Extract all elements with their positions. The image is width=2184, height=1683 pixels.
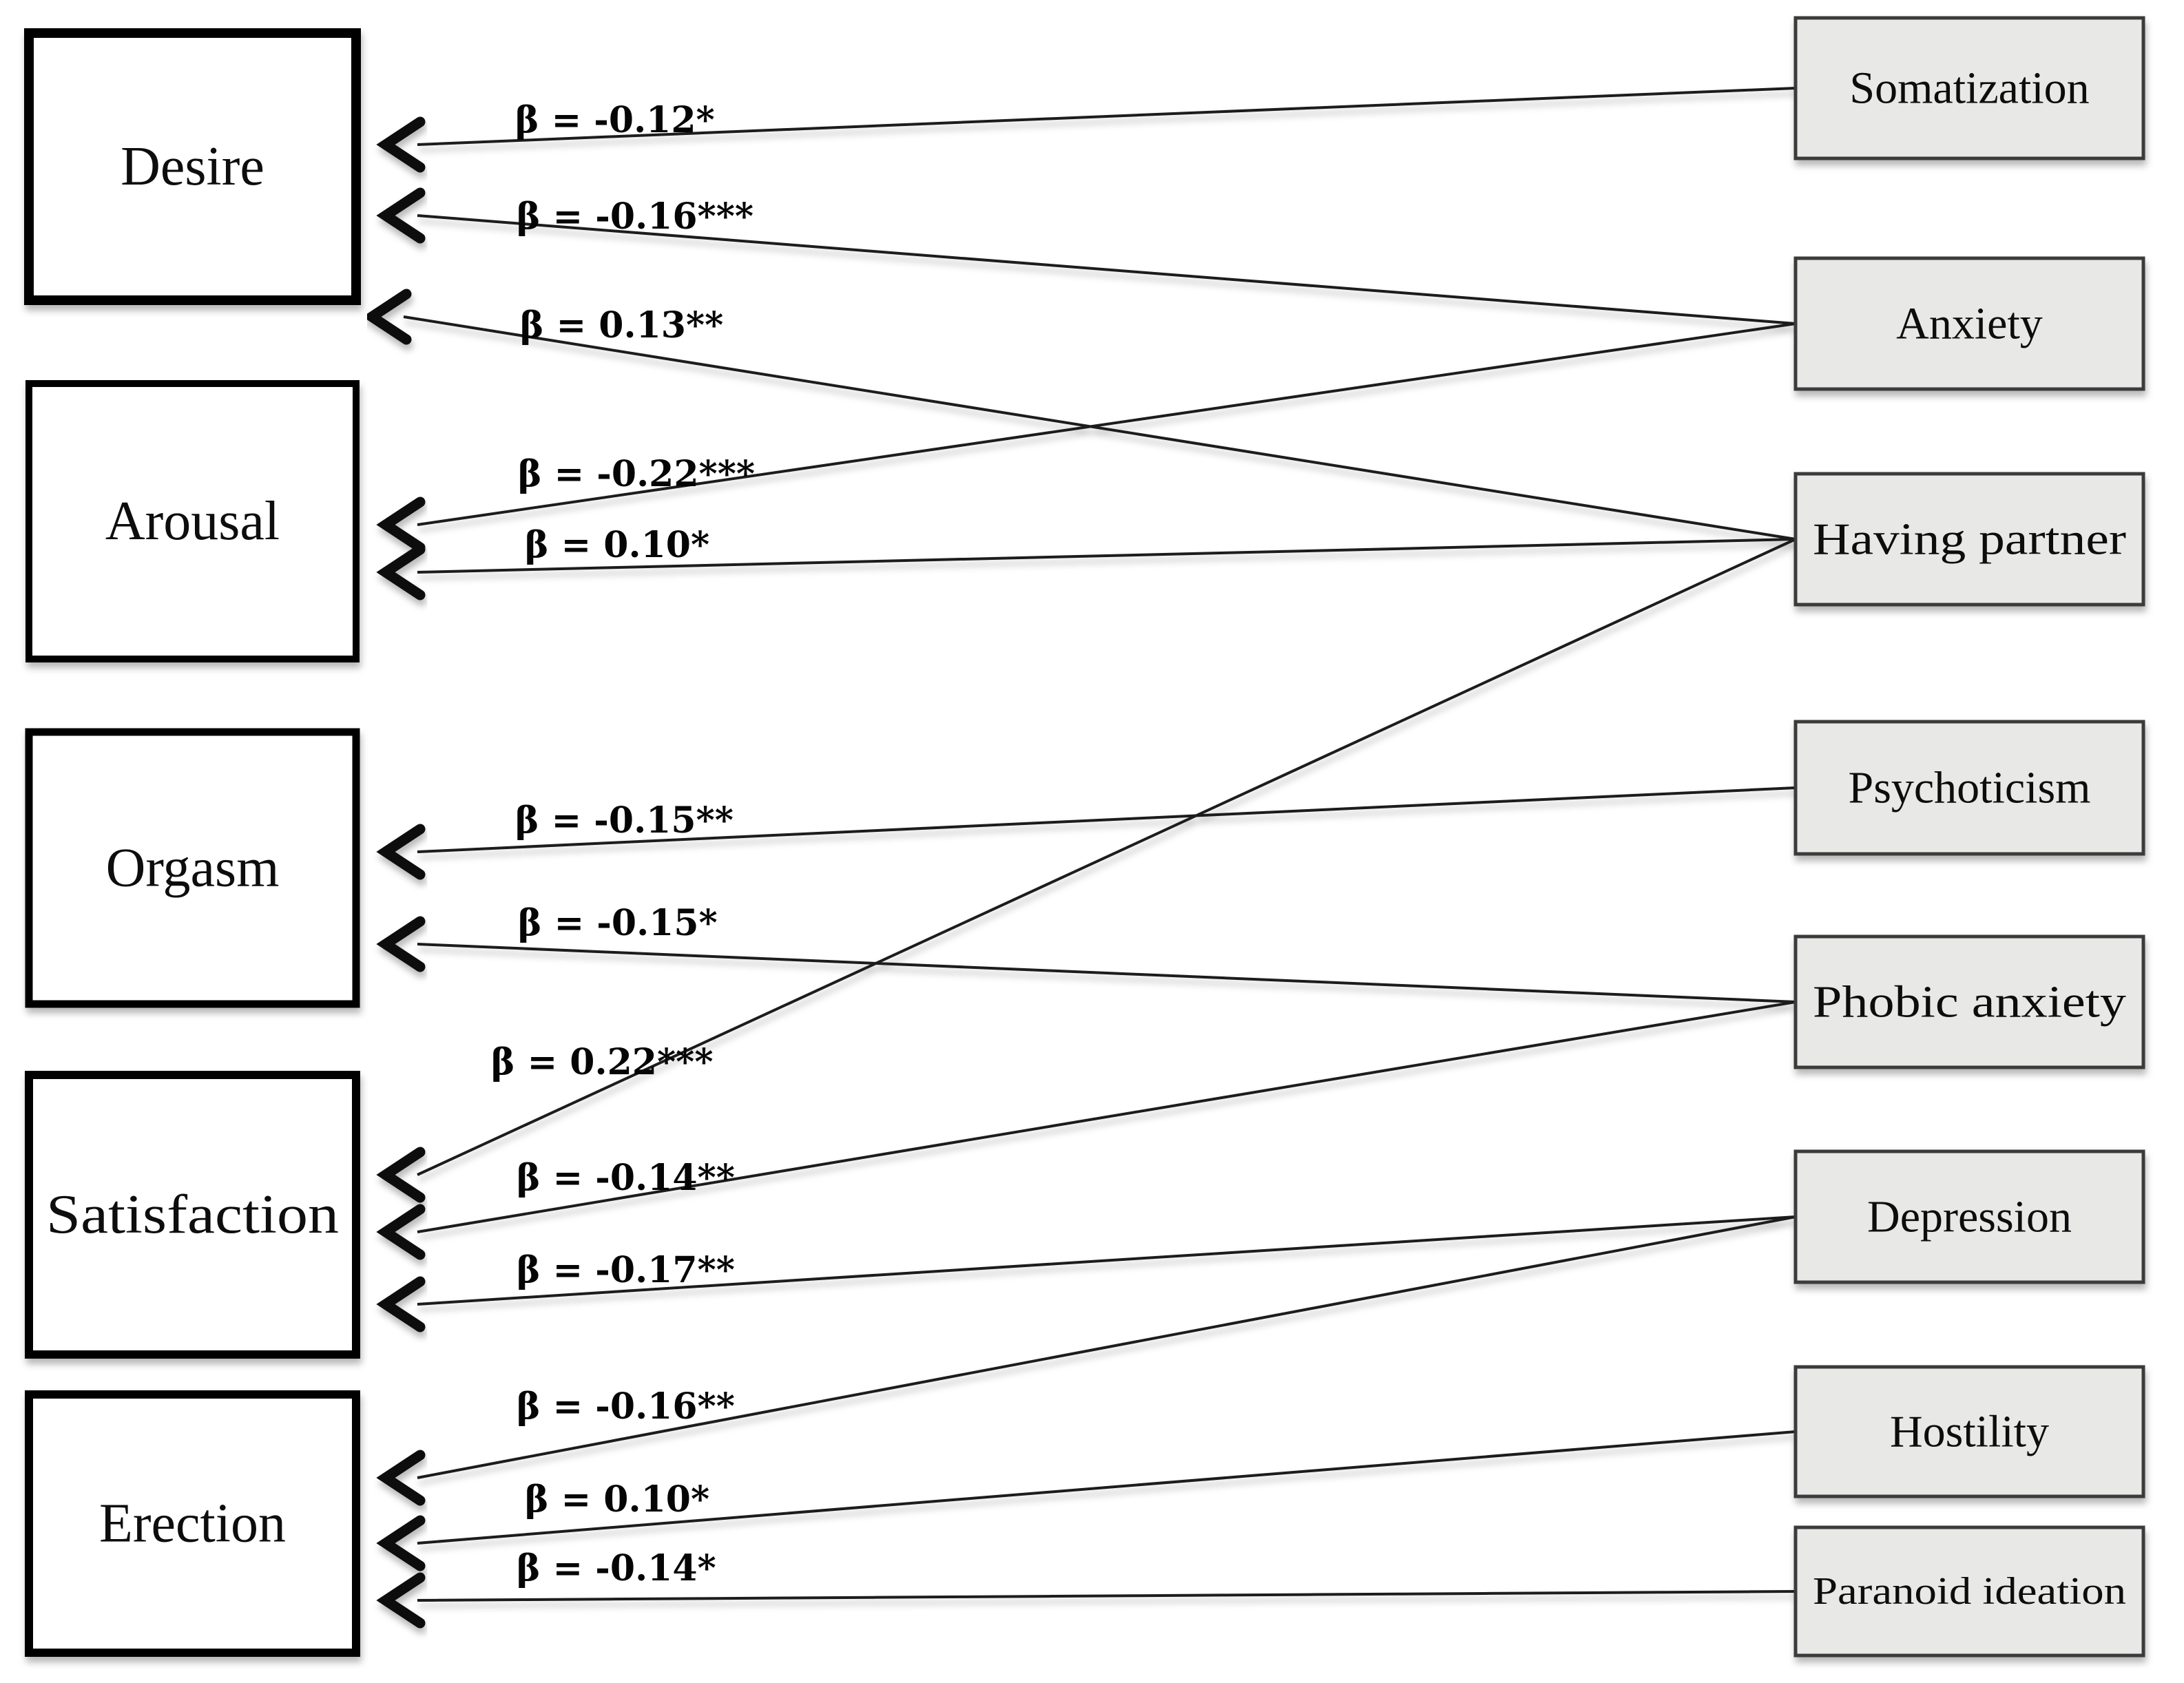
arrowhead-icon bbox=[376, 1572, 426, 1629]
left-box-desire: Desire bbox=[24, 28, 361, 305]
right-box-hostility: Hostility bbox=[1793, 1365, 2145, 1498]
arrowhead-icon bbox=[376, 1515, 426, 1571]
arrowhead-icon bbox=[376, 1204, 426, 1260]
left-box-erection: Erection bbox=[25, 1390, 360, 1657]
arrowhead-icon bbox=[376, 496, 426, 553]
arrowhead-icon bbox=[362, 289, 412, 345]
beta-label-hostility-to-erection: β = 0.10* bbox=[525, 1478, 709, 1520]
beta-label-anxiety-to-arousal: β = -0.22*** bbox=[518, 453, 755, 495]
beta-label-depression-to-erection: β = -0.16** bbox=[517, 1386, 735, 1428]
right-box-phobic-anxiety: Phobic anxiety bbox=[1793, 934, 2145, 1069]
right-box-label-depression: Depression bbox=[1867, 1192, 2072, 1242]
left-box-label-satisfaction: Satisfaction bbox=[46, 1184, 339, 1245]
right-box-label-having-partner: Having partner bbox=[1813, 514, 2126, 565]
left-box-label-arousal: Arousal bbox=[105, 491, 280, 552]
beta-label-having-partner-to-desire: β = 0.13** bbox=[520, 304, 723, 346]
right-box-label-somatization: Somatization bbox=[1849, 63, 2089, 114]
beta-label-paranoid-ideation-to-erection: β = -0.14* bbox=[517, 1547, 716, 1589]
right-box-label-psychoticism: Psychoticism bbox=[1848, 763, 2090, 813]
right-box-somatization: Somatization bbox=[1793, 16, 2145, 160]
path-having-partner-to-desire bbox=[403, 315, 1796, 541]
path-depression-to-satisfaction bbox=[417, 1215, 1796, 1306]
right-box-anxiety: Anxiety bbox=[1793, 256, 2145, 391]
beta-label-psychoticism-to-orgasm: β = -0.15** bbox=[515, 799, 734, 842]
left-box-label-desire: Desire bbox=[121, 136, 264, 197]
beta-label-depression-to-satisfaction: β = -0.17** bbox=[517, 1249, 735, 1291]
path-paranoid-ideation-to-erection bbox=[417, 1590, 1796, 1602]
arrowhead-icon bbox=[376, 1450, 426, 1506]
beta-label-phobic-anxiety-to-orgasm: β = -0.15* bbox=[518, 902, 718, 944]
left-box-arousal: Arousal bbox=[25, 380, 360, 662]
beta-label-having-partner-to-arousal: β = 0.10* bbox=[525, 524, 709, 566]
right-box-label-paranoid-ideation: Paranoid ideation bbox=[1813, 1570, 2126, 1613]
path-hostility-to-erection bbox=[417, 1430, 1796, 1545]
beta-label-anxiety-to-desire: β = -0.16*** bbox=[517, 196, 753, 238]
arrowhead-icon bbox=[376, 1276, 426, 1332]
right-box-paranoid-ideation: Paranoid ideation bbox=[1793, 1525, 2145, 1658]
right-box-depression: Depression bbox=[1793, 1149, 2145, 1284]
beta-label-having-partner-to-satisfaction: β = 0.22*** bbox=[491, 1041, 714, 1083]
path-lines-layer bbox=[403, 87, 1796, 1602]
path-somatization-to-desire bbox=[417, 87, 1796, 146]
arrowhead-icon bbox=[376, 187, 426, 244]
left-box-satisfaction: Satisfaction bbox=[25, 1071, 360, 1359]
right-box-psychoticism: Psychoticism bbox=[1793, 720, 2145, 856]
right-box-label-phobic-anxiety: Phobic anxiety bbox=[1813, 977, 2126, 1027]
arrowhead-icon bbox=[376, 824, 426, 880]
path-having-partner-to-arousal bbox=[417, 538, 1796, 574]
beta-label-somatization-to-desire: β = -0.12* bbox=[515, 99, 715, 141]
right-box-having-partner: Having partner bbox=[1793, 472, 2145, 607]
left-box-label-orgasm: Orgasm bbox=[106, 838, 280, 899]
path-having-partner-to-satisfaction bbox=[417, 538, 1796, 1176]
path-phobic-anxiety-to-orgasm bbox=[417, 943, 1796, 1003]
arrowhead-icon bbox=[376, 116, 426, 173]
path-anxiety-to-desire bbox=[417, 214, 1796, 325]
left-box-orgasm: Orgasm bbox=[25, 728, 360, 1008]
arrowhead-icon bbox=[376, 1147, 426, 1203]
path-depression-to-erection bbox=[417, 1215, 1796, 1479]
arrowheads-layer bbox=[362, 116, 426, 1629]
arrowhead-icon bbox=[376, 544, 426, 600]
path-psychoticism-to-orgasm bbox=[417, 786, 1796, 853]
path-phobic-anxiety-to-satisfaction bbox=[417, 1001, 1796, 1233]
beta-labels-layer: β = -0.12* β = -0.16*** β = 0.13** β = -0.2… bbox=[491, 99, 755, 1589]
left-box-label-erection: Erection bbox=[99, 1494, 286, 1554]
path-anxiety-to-arousal bbox=[417, 322, 1796, 526]
right-box-label-anxiety: Anxiety bbox=[1896, 299, 2043, 349]
beta-label-phobic-anxiety-to-satisfaction: β = -0.14** bbox=[517, 1157, 735, 1199]
arrowhead-icon bbox=[376, 916, 426, 972]
right-box-label-hostility: Hostility bbox=[1890, 1407, 2049, 1457]
